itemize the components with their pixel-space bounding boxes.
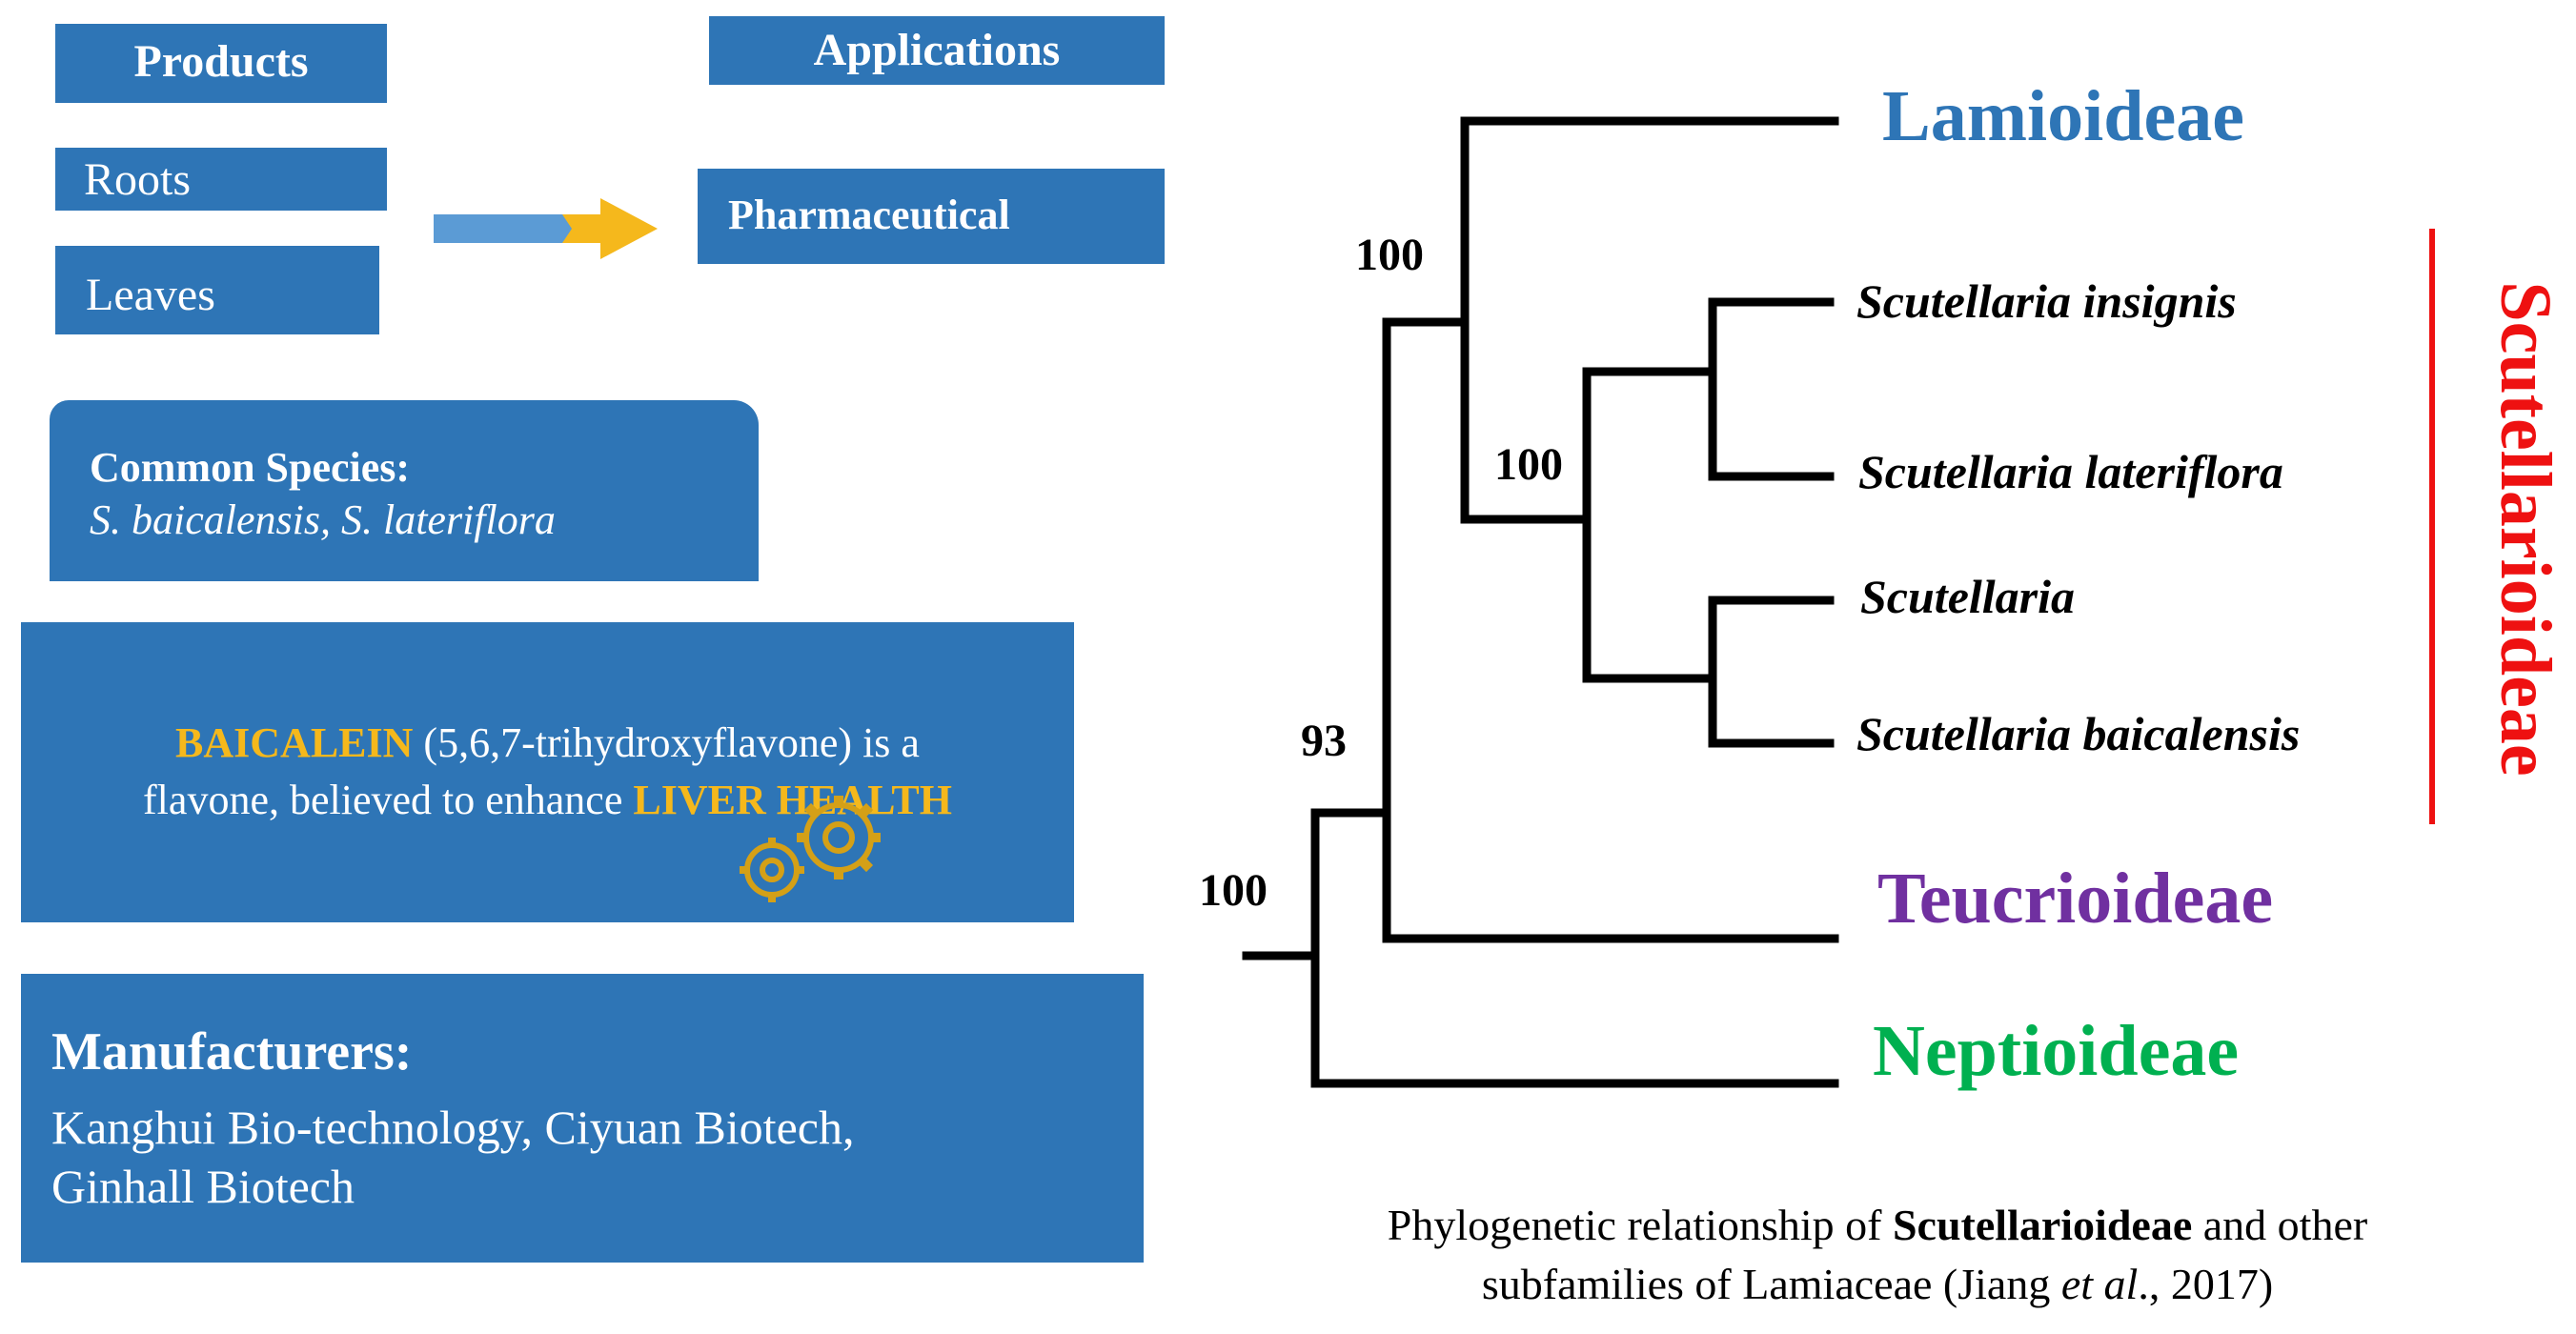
label-scutellaria-lateriflora: Scutellaria lateriflora: [1858, 445, 2283, 498]
manufacturers-line-1: Kanghui Bio-technology, Ciyuan Biotech,: [51, 1101, 855, 1154]
arrow-right-icon: [434, 198, 658, 259]
baicalein-name: BAICALEIN: [175, 719, 414, 766]
caption-bold: Scutellarioideae: [1892, 1201, 2193, 1249]
common-species-title: Common Species:: [90, 444, 411, 491]
baicalein-text-1: (5,6,7-trihydroxyflavone) is a: [413, 719, 920, 766]
common-species-list: S. baicalensis, S. lateriflora: [90, 496, 556, 543]
label-scutellaria: Scutellaria: [1860, 570, 2075, 623]
baicalein-box: BAICALEIN (5,6,7-trihydroxyflavone) is a…: [21, 622, 1074, 922]
label-teucrioideae: Teucrioideae: [1877, 859, 2273, 939]
caption-part-4: ., 2017): [2138, 1260, 2274, 1308]
label-scutellaria-insignis: Scutellaria insignis: [1856, 274, 2237, 328]
liver-health-highlight: LIVER HEALTH: [633, 777, 952, 823]
caption-part-3: subfamilies of Lamiaceae (Jiang: [1481, 1260, 2061, 1308]
label-scutellarioideae: Scutellarioideae: [2485, 281, 2566, 776]
leaves-label: Leaves: [86, 270, 215, 320]
support-value-root-node: 100: [1199, 865, 1268, 916]
pharmaceutical-box: Pharmaceutical: [698, 169, 1165, 264]
baicalein-text-2: flavone, believed to enhance: [143, 777, 634, 823]
support-value-scutellarioideae-node: 100: [1494, 439, 1563, 490]
caption-italic: et al: [2060, 1260, 2139, 1308]
manufacturers-list: Kanghui Bio-technology, Ciyuan Biotech, …: [51, 1098, 854, 1216]
caption-part-1: Phylogenetic relationship of: [1387, 1201, 1893, 1249]
caption-part-2: and other: [2192, 1201, 2368, 1249]
manufacturers-box: Manufacturers: Kanghui Bio-technology, C…: [21, 974, 1144, 1263]
label-scutellaria-baicalensis: Scutellaria baicalensis: [1856, 707, 2300, 760]
products-box: Products: [55, 24, 387, 103]
label-neptioideae: Neptioideae: [1873, 1011, 2239, 1091]
manufacturers-line-2: Ginhall Biotech: [51, 1160, 355, 1213]
label-lamioideae: Lamioideae: [1882, 76, 2244, 156]
baicalein-description: BAICALEIN (5,6,7-trihydroxyflavone) is a…: [21, 715, 1074, 829]
support-value-teucrioideae-node: 93: [1301, 716, 1347, 766]
gears-icon: [740, 796, 881, 902]
figure-caption: Phylogenetic relationship of Scutellario…: [1210, 1196, 2545, 1314]
support-value-lamioideae-node: 100: [1355, 230, 1424, 280]
roots-label: Roots: [84, 154, 192, 205]
applications-label: Applications: [813, 25, 1061, 75]
pharmaceutical-label: Pharmaceutical: [728, 192, 1010, 238]
common-species-box: Common Species: S. baicalensis, S. later…: [50, 400, 759, 581]
products-label: Products: [133, 36, 309, 87]
leaves-box: Leaves: [55, 246, 379, 334]
applications-box: Applications: [709, 16, 1165, 85]
manufacturers-title: Manufacturers:: [51, 1022, 413, 1081]
roots-box: Roots: [55, 148, 387, 211]
